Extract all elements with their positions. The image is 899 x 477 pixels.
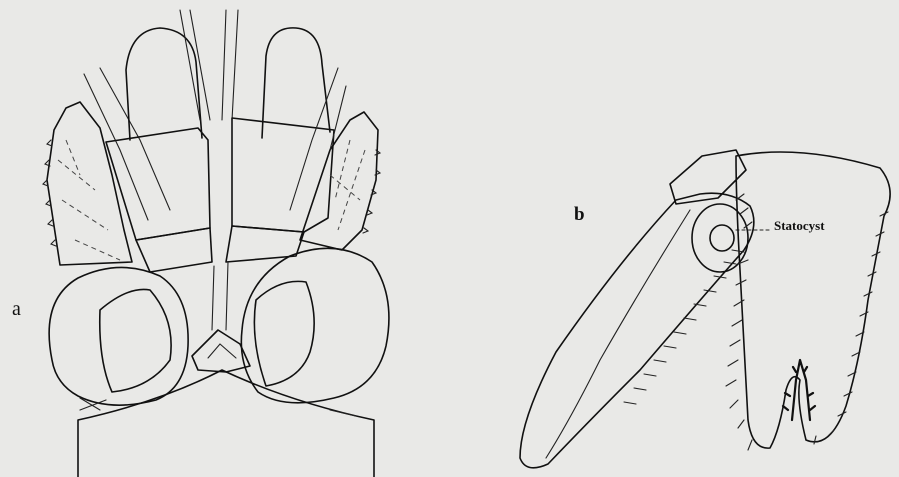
left-antennule-base <box>126 28 202 140</box>
figure-label-b: b <box>574 204 585 226</box>
figure-a-drawing <box>43 10 389 477</box>
left-ramus-midline <box>546 210 690 458</box>
right-upper-plate <box>232 118 334 232</box>
right-ramus <box>736 152 890 448</box>
right-peduncle-line <box>222 10 238 120</box>
right-eye-inner <box>254 281 314 386</box>
center-lines <box>212 262 228 330</box>
right-lower-plate <box>226 226 304 262</box>
left-eye <box>49 267 188 405</box>
carapace-inner <box>80 398 356 416</box>
left-lower-plate <box>136 228 212 272</box>
figure-b-drawing <box>520 150 890 468</box>
left-upper-plate <box>106 128 210 240</box>
left-ramus-setae <box>624 250 744 404</box>
basal-segment <box>670 150 746 204</box>
statocyst-inner <box>710 225 734 251</box>
left-eye-inner <box>100 289 171 392</box>
left-peduncle-line <box>180 10 210 120</box>
right-antennule-base <box>262 28 330 138</box>
right-ramus-setae <box>814 212 888 444</box>
statocyst-annotation: Statocyst <box>774 218 825 234</box>
rostrum-line <box>208 344 236 358</box>
figure-label-a: a <box>12 298 21 321</box>
right-flagellum-2 <box>330 86 346 150</box>
right-scale-venation <box>330 140 365 230</box>
carapace-front <box>78 370 374 477</box>
left-ramus <box>520 193 754 468</box>
right-flagellum <box>290 68 338 210</box>
